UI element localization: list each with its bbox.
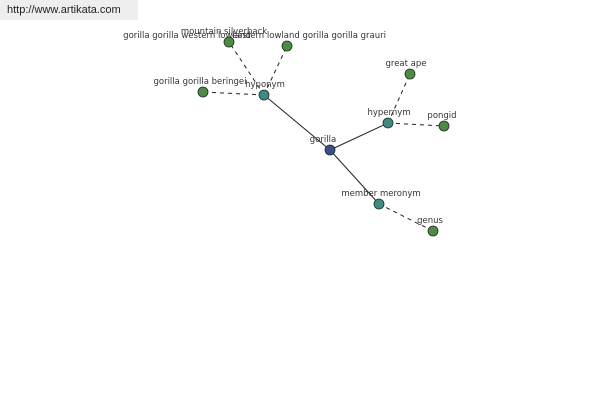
graph-nodes — [197, 36, 450, 237]
edge-hyponym-to-mountain-silverback — [228, 41, 265, 96]
node-label-eastern-lowland-gorilla[interactable]: eastern lowland gorilla gorilla grauri — [232, 31, 386, 41]
node-label-gorilla-gorilla-western-lowland[interactable]: gorilla gorilla western lowland — [123, 31, 251, 41]
node-label-great-ape[interactable]: great ape — [385, 59, 426, 69]
node-label-hypernym[interactable]: hypernym — [367, 108, 410, 118]
edge-member-meronym-to-genus — [378, 203, 434, 232]
edge-gorilla-to-hyponym — [263, 94, 331, 151]
node-label-member-meronym[interactable]: member meronym — [341, 189, 420, 199]
edge-gorilla-to-member-meronym — [329, 149, 380, 205]
node-label-genus[interactable]: genus — [417, 216, 443, 226]
edge-hyponym-to-gorilla-gorilla-beringei — [202, 91, 265, 96]
node-great-ape[interactable] — [404, 68, 416, 80]
node-hypernym[interactable] — [382, 117, 394, 129]
graph-labels: gorilla hyponym hypernym member meronym gori… — [123, 27, 456, 226]
node-genus[interactable] — [427, 225, 439, 237]
node-pongid[interactable] — [438, 120, 450, 132]
node-label-gorilla-gorilla-beringei[interactable]: gorilla gorilla beringei — [153, 77, 246, 87]
node-label-hyponym[interactable]: hyponym — [245, 80, 285, 90]
node-mountain-silverback[interactable] — [223, 36, 235, 48]
node-label-gorilla[interactable]: gorilla — [310, 135, 336, 145]
node-hyponym[interactable] — [258, 89, 270, 101]
node-label-mountain-silverback[interactable]: mountain silverback — [181, 27, 267, 37]
site-url-bar: http://www.artikata.com — [0, 0, 138, 20]
edge-hyponym-to-eastern-lowland-gorilla — [263, 45, 288, 96]
graph-edges — [202, 41, 445, 232]
node-eastern-lowland-gorilla[interactable] — [281, 40, 293, 52]
node-gorilla-gorilla-beringei[interactable] — [197, 86, 209, 98]
node-label-pongid[interactable]: pongid — [427, 111, 456, 121]
site-url-link[interactable]: http://www.artikata.com — [7, 4, 121, 16]
edge-hypernym-to-great-ape — [387, 73, 411, 124]
edge-gorilla-to-hypernym — [329, 122, 389, 151]
edge-hypernym-to-pongid — [387, 122, 445, 127]
node-gorilla[interactable] — [324, 144, 336, 156]
node-member-meronym[interactable] — [373, 198, 385, 210]
